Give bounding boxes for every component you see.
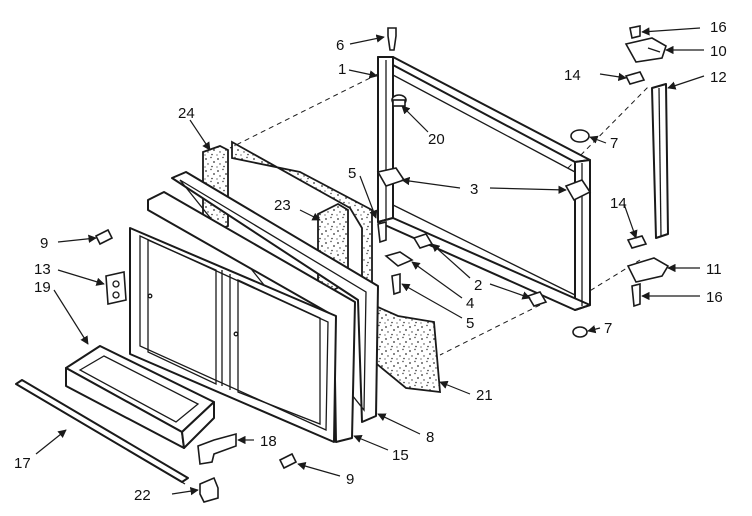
- callout-9-lower: 9: [346, 471, 354, 488]
- frame-screw-part: [377, 220, 401, 296]
- callout-18: 18: [260, 433, 277, 450]
- callout-24: 24: [178, 105, 195, 122]
- callout-10: 10: [710, 43, 727, 60]
- callout-5-upper: 5: [348, 165, 356, 182]
- callout-7-upper: 7: [610, 135, 618, 152]
- shelf-trim-bar-part: [15, 379, 189, 485]
- callout-7-lower: 7: [604, 320, 612, 337]
- callout-14-lower: 14: [610, 195, 627, 212]
- callout-12: 12: [710, 69, 727, 86]
- shelf-retainer-part: [197, 432, 237, 465]
- washer-part: [624, 71, 648, 249]
- callout-5-lower: 5: [466, 315, 474, 332]
- callout-15: 15: [392, 447, 409, 464]
- leader-lines: [35, 27, 705, 496]
- callout-6: 6: [336, 37, 344, 54]
- callout-16-upper: 16: [710, 19, 727, 36]
- trim-end-cap-part: [199, 476, 219, 503]
- door-shelf-bin-part: [65, 345, 215, 449]
- callout-11: 11: [706, 261, 722, 278]
- callout-17: 17: [14, 455, 31, 472]
- plug-part: [391, 94, 407, 107]
- callout-20: 20: [428, 131, 445, 148]
- hinge-plate-part: [384, 251, 414, 267]
- callout-4: 4: [466, 295, 474, 312]
- callout-21: 21: [476, 387, 493, 404]
- callout-9-upper: 9: [40, 235, 48, 252]
- hole-cap-part: [570, 129, 590, 338]
- callout-labels: 6 1 20 5 3 2 4 5 7 7 16 10 14 12 14 11 1…: [14, 19, 727, 504]
- callout-8: 8: [426, 429, 434, 446]
- callout-13: 13: [34, 261, 51, 278]
- hinge-screw-part: [629, 25, 641, 308]
- door-frame-part: [377, 56, 591, 311]
- callout-1: 1: [338, 61, 346, 78]
- inner-door-liner-part: [129, 191, 356, 443]
- bottom-hinge-part: [626, 257, 670, 283]
- callout-16-lower: 16: [706, 289, 723, 306]
- callout-14-upper: 14: [564, 67, 581, 84]
- hinge-bracket-part: [376, 167, 592, 202]
- callout-2: 2: [474, 277, 482, 294]
- callout-23: 23: [274, 197, 291, 214]
- shelf-bracket-part: [105, 271, 127, 305]
- screw-part: [94, 228, 298, 470]
- callout-3: 3: [470, 181, 478, 198]
- foam-insulation-part: [231, 140, 441, 394]
- top-screw-part: [387, 27, 397, 51]
- top-hinge-part: [624, 37, 667, 63]
- callout-19: 19: [34, 279, 51, 296]
- door-handle-part: [651, 83, 669, 239]
- callout-22: 22: [134, 487, 151, 504]
